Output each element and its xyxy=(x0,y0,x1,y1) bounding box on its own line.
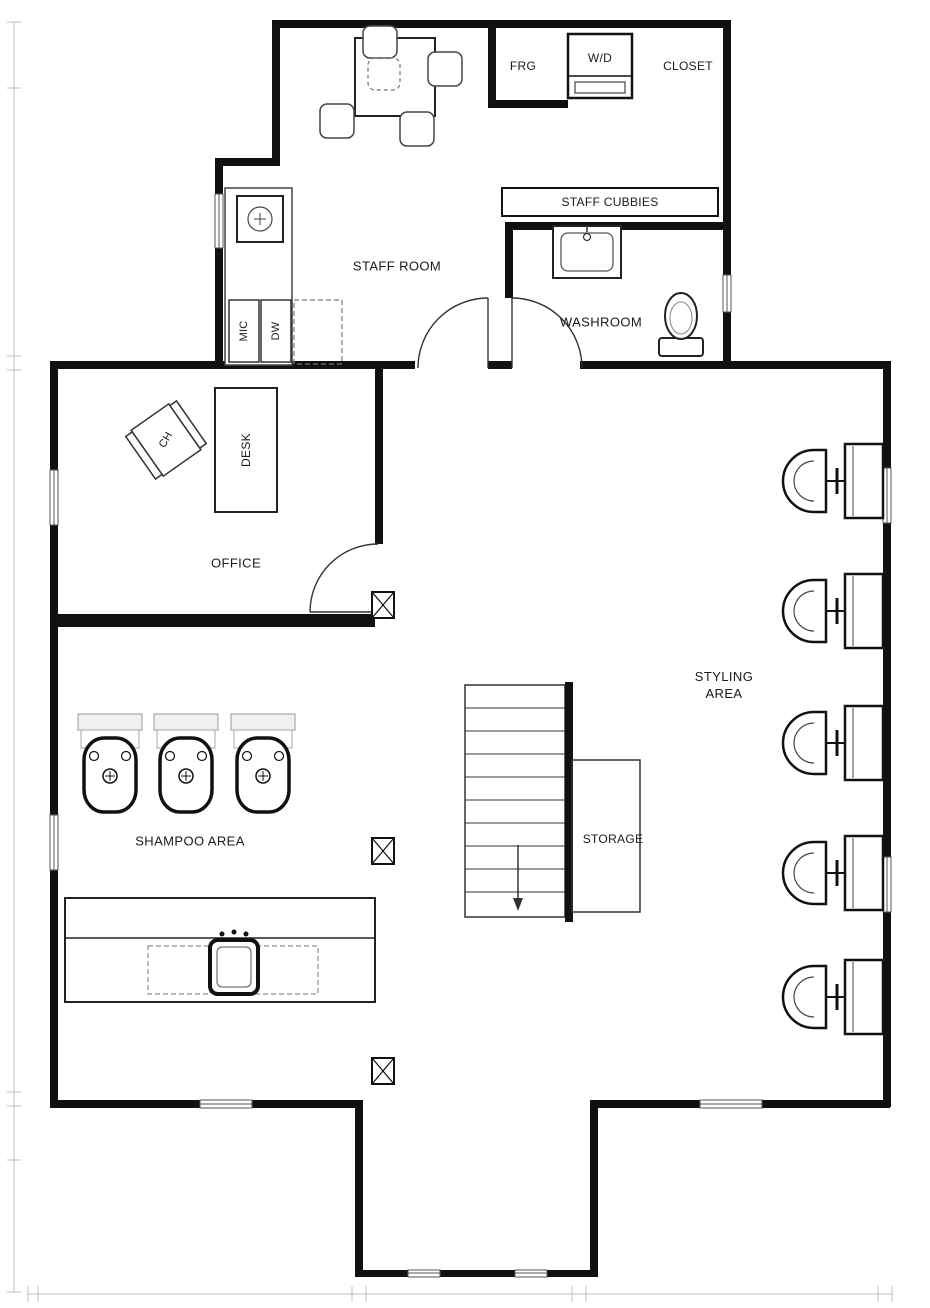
dimension-lines xyxy=(7,21,893,1302)
staff-cubbies-box xyxy=(501,187,719,217)
staff-chair xyxy=(362,25,398,59)
island-sink xyxy=(208,929,260,996)
column xyxy=(371,1057,395,1085)
staff-counter xyxy=(224,187,343,366)
staff-table-set xyxy=(319,25,463,147)
shampoo-station xyxy=(153,713,219,814)
styling-station xyxy=(781,572,885,650)
styling-station xyxy=(781,704,885,782)
washer-dryer-unit xyxy=(566,32,634,100)
fridge-label: FRG xyxy=(509,59,537,73)
washroom-door xyxy=(511,297,583,369)
shampoo-stations xyxy=(77,713,296,814)
washer-dryer-label: W/D xyxy=(587,51,613,65)
column xyxy=(371,837,395,865)
columns xyxy=(371,591,395,1085)
office-chair xyxy=(124,399,208,481)
staff-cubbies-label: STAFF CUBBIES xyxy=(561,195,659,209)
office-desk xyxy=(214,387,278,513)
shampoo-area-label: SHAMPOO AREA xyxy=(135,833,245,849)
office-label: OFFICE xyxy=(210,555,262,571)
storage-label: STORAGE xyxy=(582,832,644,846)
washroom-sink xyxy=(552,225,622,279)
styling-station xyxy=(781,834,885,912)
stair-rail xyxy=(565,682,573,922)
styling-stations xyxy=(781,442,885,1036)
staff-chair-dashed xyxy=(367,57,401,91)
storage-room-outline xyxy=(571,759,641,913)
shampoo-station xyxy=(230,713,296,814)
windows xyxy=(49,193,892,1278)
staff-room-door xyxy=(417,297,489,369)
stairs xyxy=(464,682,573,922)
shampoo-station xyxy=(77,713,143,814)
exterior-walls xyxy=(50,20,891,1277)
office-door xyxy=(309,543,379,613)
toilet xyxy=(658,292,704,357)
staff-room-label: STAFF ROOM xyxy=(352,258,442,274)
stairs-down-arrow-icon xyxy=(513,845,523,911)
staff-chair xyxy=(319,103,355,139)
closet-label: CLOSET xyxy=(663,59,713,73)
dishwasher-label: DW xyxy=(270,321,282,341)
styling-area-label: STYLING AREA xyxy=(694,669,754,701)
staff-chair xyxy=(399,111,435,147)
appliance-dashed-box xyxy=(293,299,343,365)
sink-island xyxy=(64,897,376,1003)
door-swings xyxy=(309,297,583,613)
styling-station xyxy=(781,958,885,1036)
washroom-label: WASHROOM xyxy=(559,314,643,330)
desk-label: DESK xyxy=(239,433,253,467)
microwave-label: MIC xyxy=(238,320,250,342)
microwave-box xyxy=(228,299,260,363)
styling-station xyxy=(781,442,885,520)
dishwasher-box xyxy=(260,299,292,363)
staff-chair xyxy=(427,51,463,87)
staff-sink xyxy=(236,195,284,243)
column xyxy=(371,591,395,619)
